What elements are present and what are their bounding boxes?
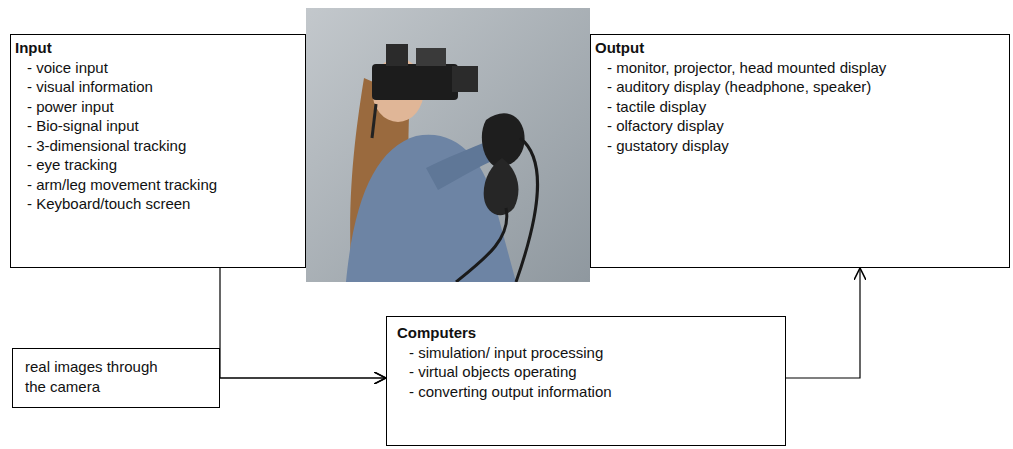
list-item: - simulation/ input processing xyxy=(397,343,779,363)
vr-user-photo xyxy=(306,8,590,282)
box-heading: Input xyxy=(15,38,299,58)
box-heading: Output xyxy=(595,38,1003,58)
list-item: - gustatory display xyxy=(595,136,1003,156)
box-text: real images through the camera xyxy=(25,357,175,396)
source-box: real images through the camera xyxy=(12,348,220,408)
list-item: - olfactory display xyxy=(595,116,1003,136)
cable xyxy=(456,208,507,282)
connector-arrow xyxy=(786,268,860,378)
list-item: - Bio-signal input xyxy=(15,116,299,136)
box-heading: Computers xyxy=(397,323,779,343)
list-item: - eye tracking xyxy=(15,155,299,175)
list-item: - visual information xyxy=(15,77,299,97)
list-item: - power input xyxy=(15,97,299,117)
list-item: - virtual objects operating xyxy=(397,362,779,382)
microphone xyxy=(372,104,376,138)
input-box: Input- voice input- visual information- … xyxy=(10,34,306,268)
process-box: Computers- simulation/ input processing-… xyxy=(386,316,786,446)
headset xyxy=(372,64,458,100)
list-item: - voice input xyxy=(15,58,299,78)
headset-module xyxy=(416,48,446,66)
cable xyxy=(516,138,538,282)
photo-background xyxy=(306,8,590,282)
list-item: - arm/leg movement tracking xyxy=(15,175,299,195)
list-item: - 3-dimensional tracking xyxy=(15,136,299,156)
list-item: - auditory display (headphone, speaker) xyxy=(595,77,1003,97)
list-item: - converting output information xyxy=(397,382,779,402)
list-item: - tactile display xyxy=(595,97,1003,117)
data-glove xyxy=(482,113,525,166)
list-item: - monitor, projector, head mounted displ… xyxy=(595,58,1003,78)
data-glove xyxy=(484,158,519,215)
list-item: - Keyboard/touch screen xyxy=(15,194,299,214)
headset-module xyxy=(386,44,408,66)
output-box: Output- monitor, projector, head mounted… xyxy=(590,34,1010,268)
headset-module xyxy=(452,66,478,92)
connector-arrow xyxy=(220,268,386,378)
connector-arrow xyxy=(220,377,386,378)
